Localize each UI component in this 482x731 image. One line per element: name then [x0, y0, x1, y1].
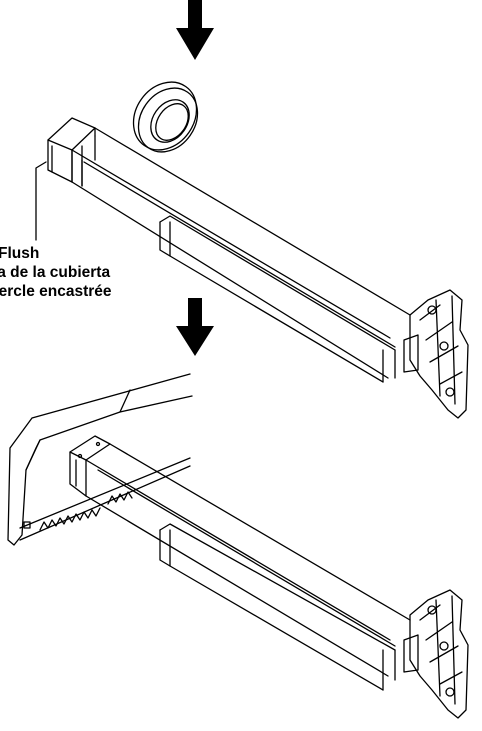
arrow-down-icon: [176, 0, 214, 60]
callout-line-2: aca de la cubierta: [0, 264, 111, 281]
exit-device-bottom: [69, 435, 469, 719]
callout-line-1: Flush: [0, 245, 40, 262]
hacksaw-icon: [7, 373, 193, 546]
arrow-down-icon: [176, 298, 214, 356]
callout-leader: [35, 161, 47, 241]
tape-roll-icon: [132, 81, 199, 153]
exit-device-top: [47, 117, 469, 419]
callout-line-3: vercle encastrée: [0, 283, 112, 300]
flush-cover-label: Flush aca de la cubierta vercle encastré…: [0, 244, 194, 301]
